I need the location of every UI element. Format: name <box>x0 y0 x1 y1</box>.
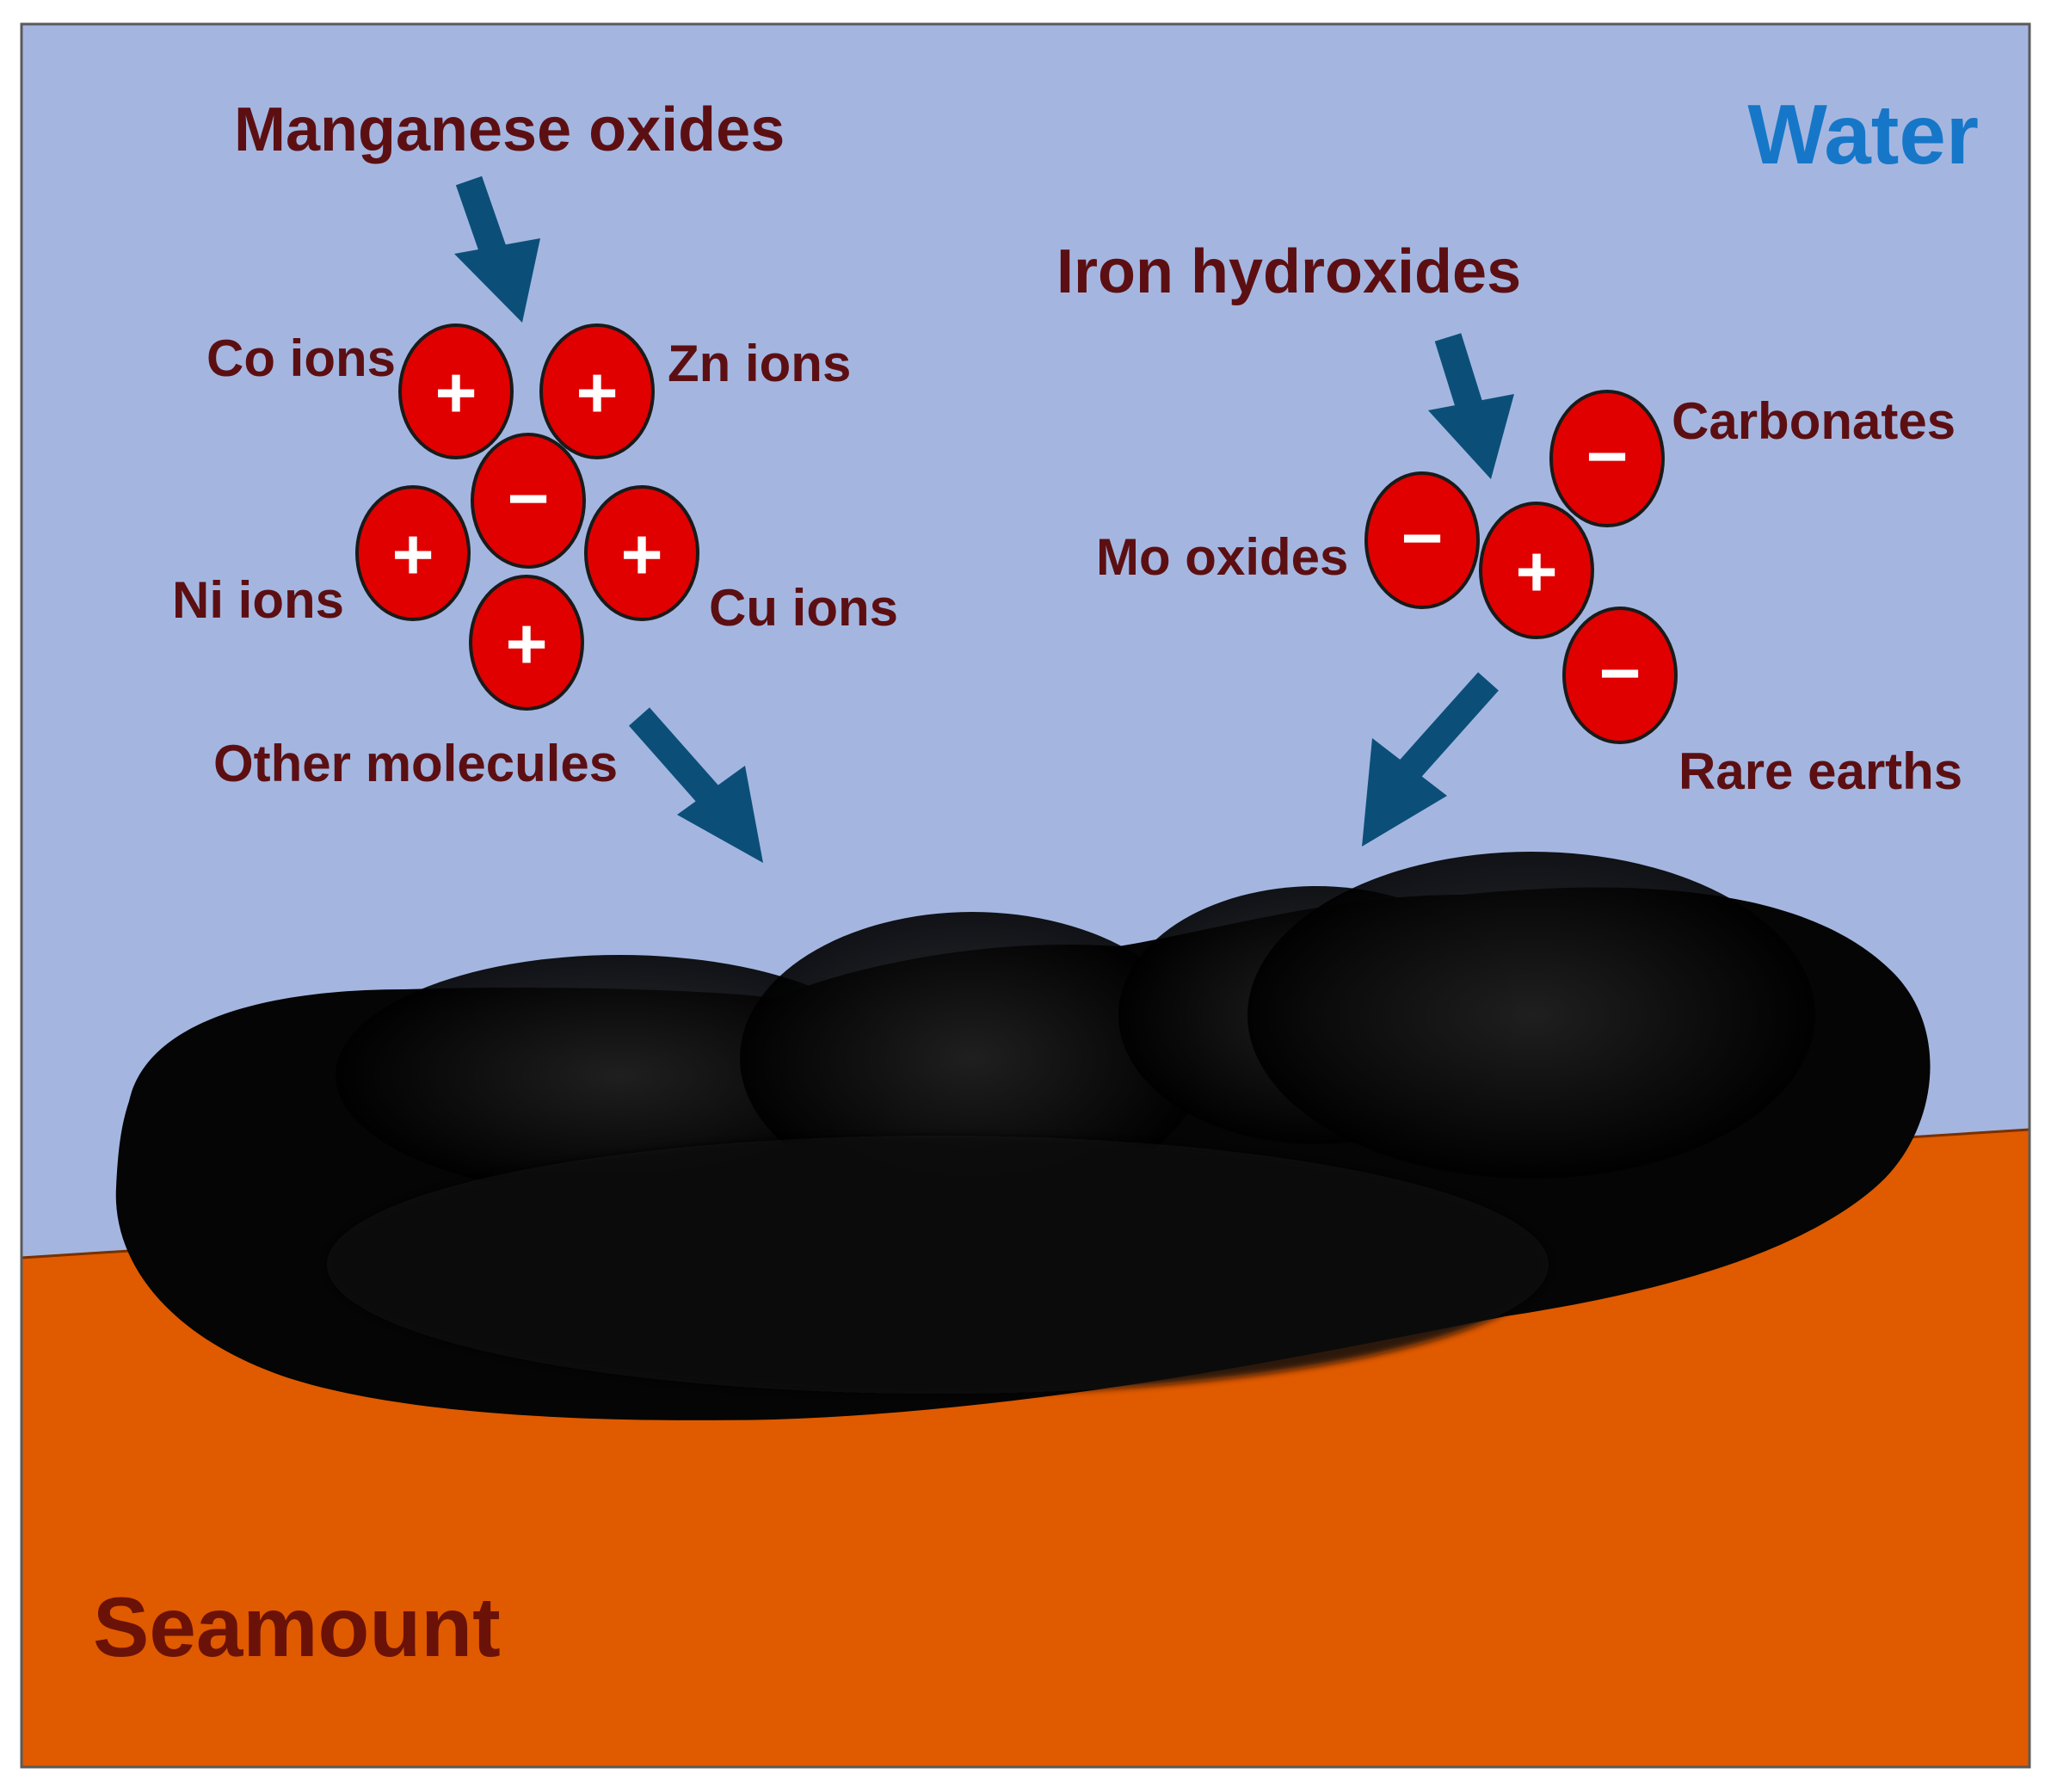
minus-sign: − <box>1586 416 1628 496</box>
nodule <box>115 852 1931 1420</box>
arrow-iron-to-nodule <box>1362 672 1499 847</box>
minus-sign: − <box>507 458 549 539</box>
minus-sign: − <box>1401 497 1443 578</box>
frame <box>20 22 2031 1769</box>
water-label: Water <box>1747 87 1979 182</box>
ion-cu: + <box>584 485 699 621</box>
arrow-iron-down <box>1428 333 1514 479</box>
minus-sign: − <box>1598 632 1641 713</box>
co-ions-label: Co ions <box>206 329 396 387</box>
mo-oxides-label: Mo oxides <box>1096 528 1348 586</box>
arrow-manganese-to-nodule <box>629 707 763 863</box>
plus-sign: + <box>391 514 434 594</box>
nodule-lobe <box>327 1136 1549 1394</box>
plus-sign: + <box>434 352 477 433</box>
nodule-lobe <box>1247 852 1815 1179</box>
ion-mo: − <box>1364 471 1480 609</box>
ion-zn: + <box>539 323 655 459</box>
ni-ions-label: Ni ions <box>172 571 344 629</box>
plus-sign: + <box>576 352 618 433</box>
ion-iron-center-positive: + <box>1479 502 1594 639</box>
carbonates-label: Carbonates <box>1672 392 1956 450</box>
plus-sign: + <box>620 514 662 594</box>
ion-rare-earths: − <box>1562 607 1678 744</box>
other-molecules-label: Other molecules <box>213 735 618 792</box>
ion-other: + <box>469 575 584 711</box>
arrow-manganese-down <box>454 176 540 323</box>
plus-sign: + <box>505 603 547 684</box>
zn-ions-label: Zn ions <box>668 335 851 392</box>
ion-carbonates: − <box>1549 390 1665 527</box>
iron-hydroxides-label: Iron hydroxides <box>1056 237 1521 306</box>
seamount-label: Seamount <box>93 1580 501 1674</box>
manganese-oxides-label: Manganese oxides <box>234 95 785 164</box>
nodule-lobe <box>740 912 1204 1204</box>
cu-ions-label: Cu ions <box>709 579 898 637</box>
ion-co: + <box>398 323 514 459</box>
ion-ni: + <box>355 485 471 621</box>
rare-earths-label: Rare earths <box>1678 742 1962 800</box>
plus-sign: + <box>1515 531 1557 612</box>
ion-center-negative: − <box>471 433 586 569</box>
